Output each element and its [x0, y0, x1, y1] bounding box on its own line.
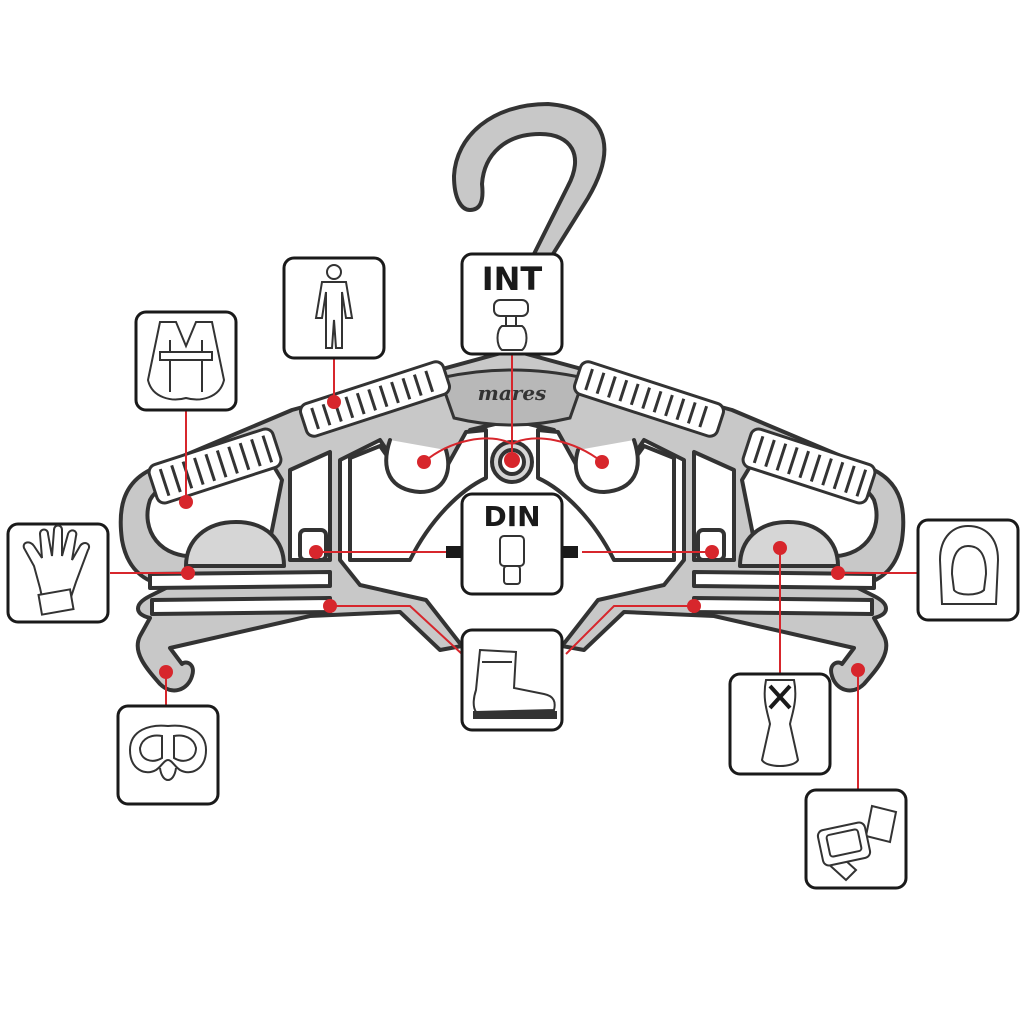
hanger-hook — [452, 102, 607, 264]
connector-dots — [159, 395, 865, 679]
rail-right-bottom — [692, 596, 874, 616]
boot-icon — [472, 648, 557, 719]
int-label: INT — [482, 260, 543, 298]
din-regulator-icon — [499, 535, 525, 585]
grip-stripes-left — [147, 360, 452, 505]
rail-left-bottom — [150, 596, 332, 616]
connectors — [110, 354, 918, 790]
dive-computer-icon — [816, 804, 898, 882]
wetsuit-icon — [314, 264, 354, 349]
dome-left — [184, 520, 286, 568]
dome-right — [738, 520, 840, 568]
din-label: DIN — [483, 500, 540, 533]
mask-icon — [128, 724, 208, 781]
rail-right-top — [692, 570, 876, 590]
fin-icon — [760, 679, 800, 767]
u-hook-left — [384, 438, 451, 494]
bcd-vest-icon — [146, 321, 226, 401]
glove-icon — [22, 524, 90, 616]
grip-stripes-right — [572, 360, 877, 505]
rail-left-top — [148, 570, 332, 590]
hood-icon — [938, 524, 1000, 605]
grip-lines — [158, 368, 868, 497]
regulator-icon — [493, 299, 529, 351]
